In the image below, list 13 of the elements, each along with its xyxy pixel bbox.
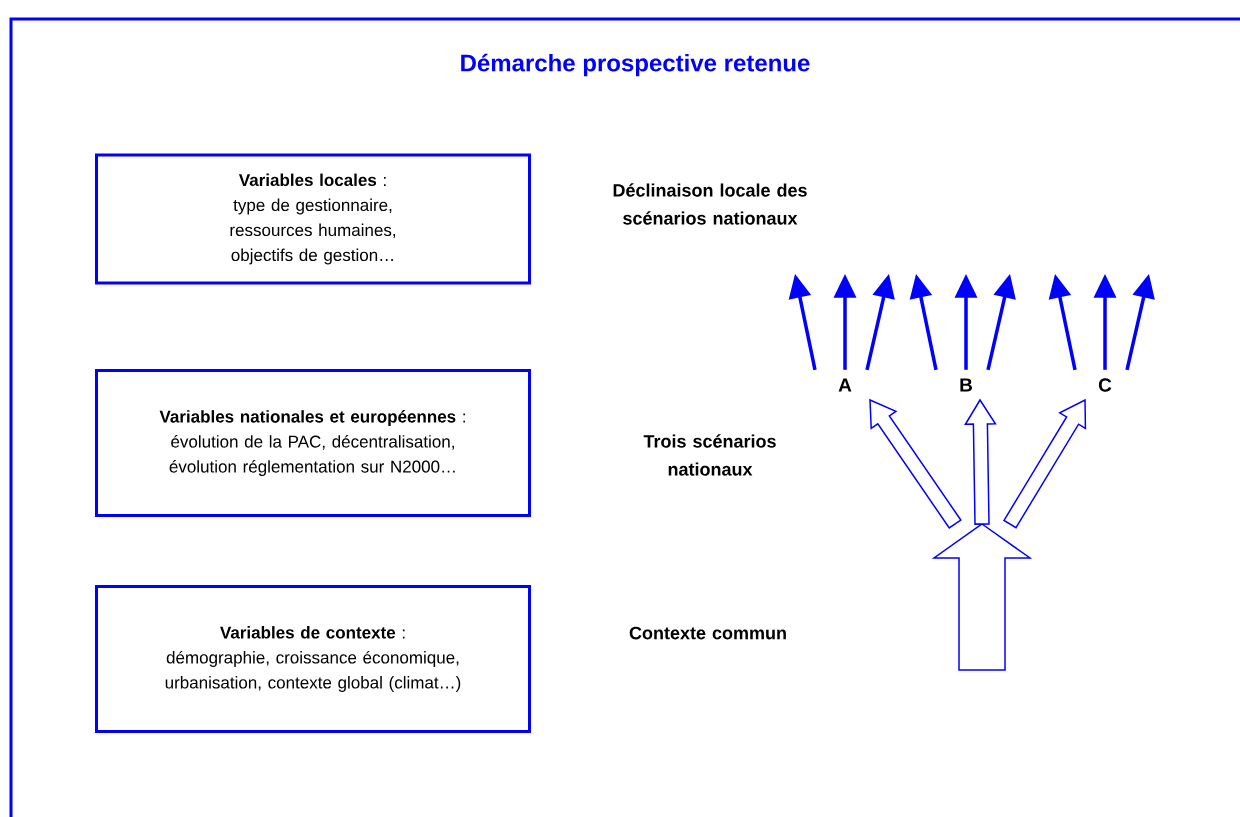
scenario-letter: B <box>960 378 972 392</box>
variables-box: Variables de contexte : démographie, croissance économique, urbanisation, contexte global (climat…) <box>95 585 531 733</box>
hollow-arrow <box>869 398 962 529</box>
hollow-arrow <box>964 398 997 525</box>
title: Démarche prospective retenue <box>461 53 810 77</box>
hollow-arrow <box>1003 398 1087 529</box>
stage-label: Déclinaison locale des scénarios nationaux <box>613 183 807 225</box>
variables-box: Variables nationales et européennes : évolution de la PAC, décentralisation, évolution réglementation sur N2000… <box>95 369 531 517</box>
stage-label: Contexte commun <box>629 626 786 640</box>
scenario-letter: C <box>1098 378 1112 392</box>
variables-box: Variables locales : type de gestionnaire, ressources humaines, objectifs de gestion… <box>95 153 531 285</box>
stage-label: Trois scénarios nationaux <box>643 434 776 476</box>
scenario-letter: A <box>838 378 852 392</box>
